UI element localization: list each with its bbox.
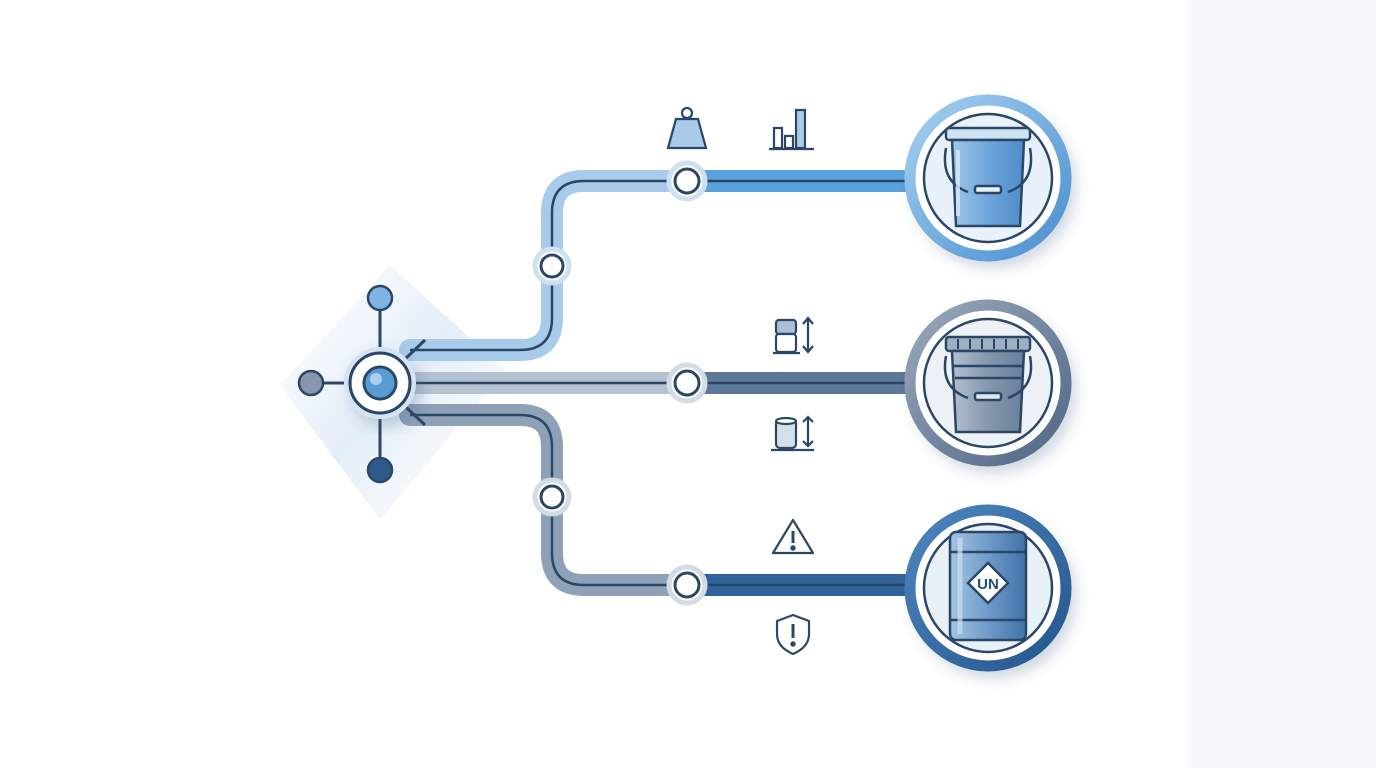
junction-bottom [666, 564, 708, 606]
paint-bucket-icon [943, 126, 1033, 228]
un-label: UN [977, 576, 999, 593]
junction-top [666, 160, 708, 202]
container-node-bottom: UN [904, 504, 1072, 672]
stacked-cylinders-height-icon [773, 316, 814, 355]
shield-alert-icon [775, 613, 811, 656]
cylinder-height-icon [771, 415, 814, 452]
un-hazard-diamond [966, 561, 1010, 605]
junction-bottom-mid [532, 477, 572, 517]
indicator-icons [666, 106, 815, 656]
line-bottom [410, 413, 915, 587]
bar-chart-icon [769, 108, 814, 151]
branch-lines [410, 179, 915, 587]
container-node-top [904, 94, 1072, 262]
metal-pail-icon [943, 335, 1033, 434]
hazmat-drum-icon [948, 530, 1028, 642]
line-top [410, 179, 915, 352]
junction-middle [666, 362, 708, 404]
warning-triangle-icon [771, 518, 815, 555]
container-node-middle [904, 299, 1072, 467]
junction-nodes [532, 160, 708, 606]
network-hub-icon [297, 284, 427, 484]
junction-top-mid [532, 246, 572, 286]
weight-icon [666, 106, 708, 150]
